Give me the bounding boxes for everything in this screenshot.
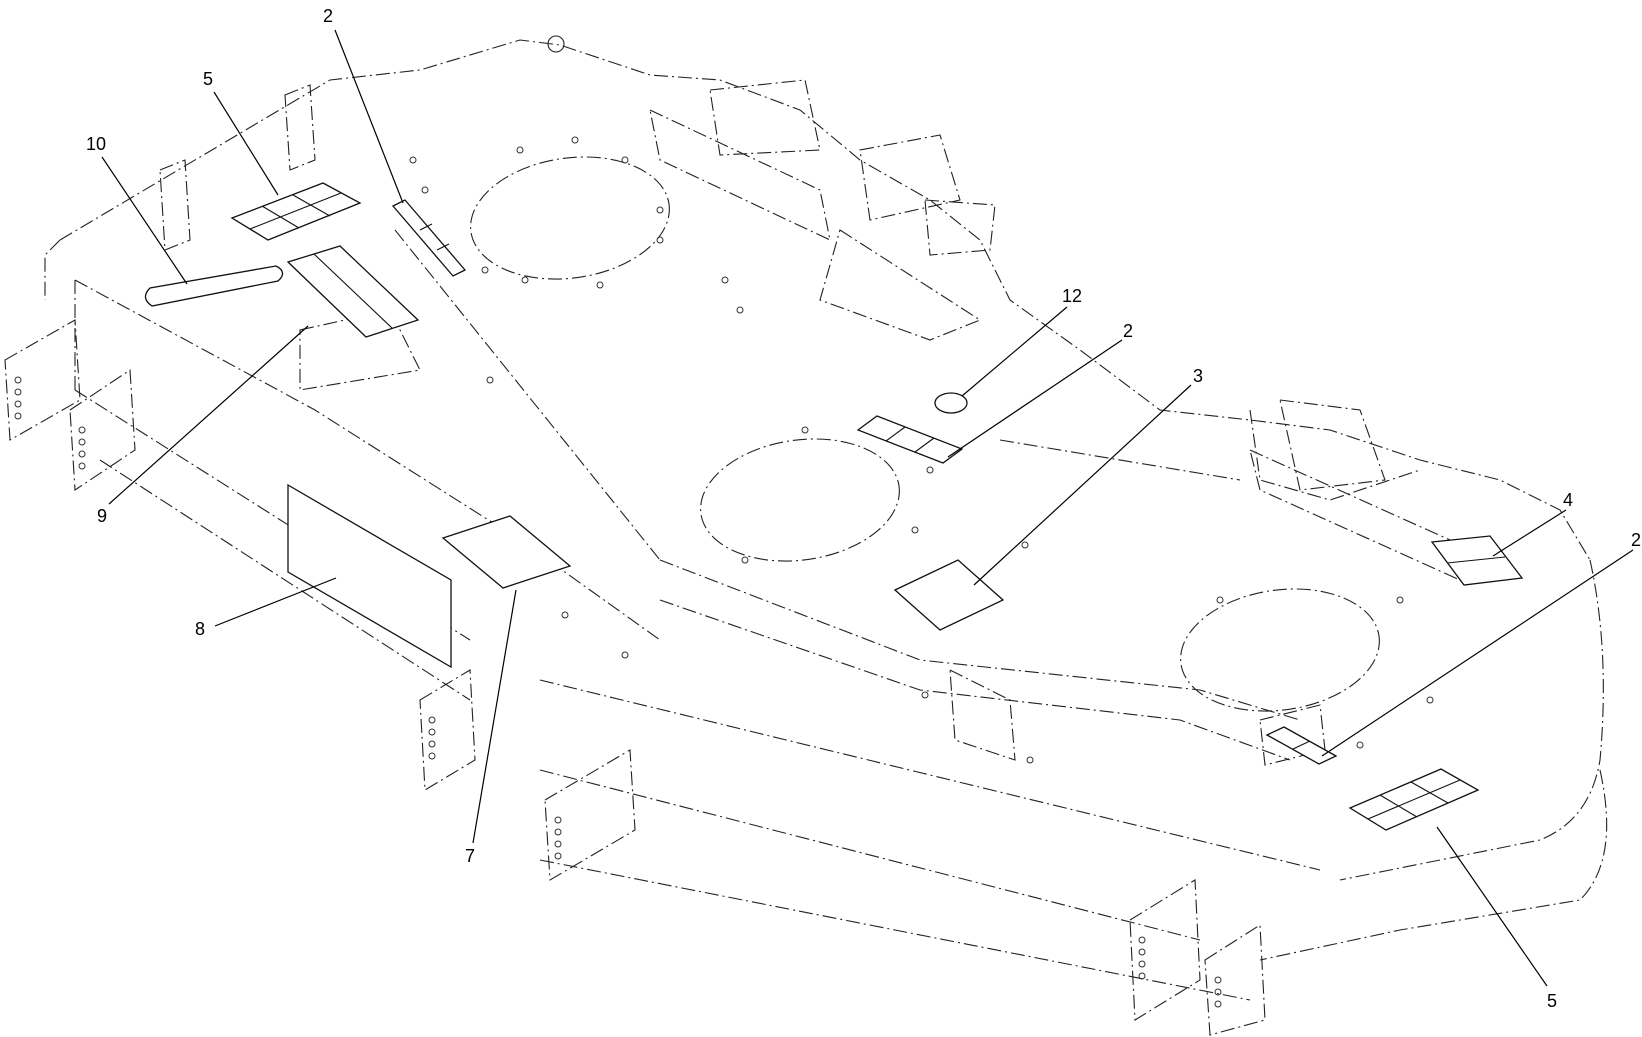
callout-10: 10 [86, 134, 106, 154]
decal-5-top [230, 182, 362, 241]
leader-2-right [1321, 549, 1634, 757]
callout-labels: 2 5 10 12 2 3 4 2 9 8 7 5 [86, 6, 1641, 1011]
decal-3 [893, 559, 1005, 631]
leader-10 [101, 156, 188, 285]
leader-3 [973, 384, 1192, 586]
decal-2-top [391, 199, 467, 277]
callout-5-bottom: 5 [1547, 991, 1557, 1011]
deck-outline [44, 39, 1608, 1001]
decal-4 [1430, 535, 1524, 586]
decal-8 [287, 483, 452, 669]
decal-2-right [1265, 726, 1338, 765]
mounting-brackets [4, 35, 1461, 1036]
callout-8: 8 [195, 619, 205, 639]
callout-7: 7 [465, 846, 475, 866]
leader-12 [961, 306, 1068, 397]
callout-4: 4 [1563, 490, 1573, 510]
leader-5-bottom [1436, 826, 1548, 987]
decal-2-mid [856, 415, 964, 464]
leader-4 [1492, 509, 1567, 557]
leader-8 [214, 577, 337, 627]
callout-2-top: 2 [323, 6, 333, 26]
leader-9 [108, 325, 309, 505]
leader-7 [472, 589, 517, 844]
deck-holes [409, 136, 1434, 764]
callout-9: 9 [97, 506, 107, 526]
decal-12 [934, 392, 968, 414]
leader-2-top [334, 29, 404, 204]
decal-7 [441, 515, 572, 589]
spindle-openings [470, 156, 1380, 712]
decal-9 [286, 245, 420, 338]
callout-2-right: 2 [1631, 530, 1641, 550]
decal-5-bottom [1348, 768, 1480, 831]
decal-10 [144, 265, 284, 307]
callout-12: 12 [1062, 286, 1082, 306]
callout-2-mid: 2 [1123, 321, 1133, 341]
callout-5-top: 5 [203, 69, 213, 89]
leader-2-mid [947, 339, 1123, 458]
leader-lines [101, 29, 1634, 987]
callout-3: 3 [1193, 366, 1203, 386]
leader-5-top [213, 91, 279, 196]
